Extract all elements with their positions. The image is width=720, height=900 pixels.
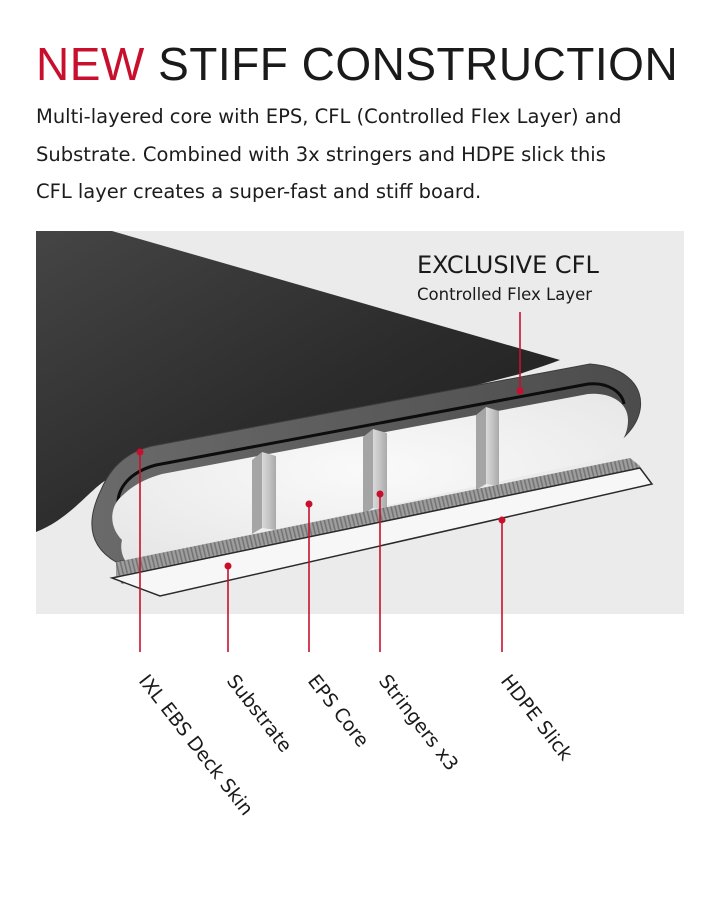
label-substrate: Substrate (222, 671, 296, 757)
cfl-callout-subtitle: Controlled Flex Layer (417, 285, 592, 304)
cfl-layer (116, 382, 626, 509)
intro-line-3: CFL layer creates a super-fast and stiff… (36, 180, 482, 203)
hdpe-slick-layer (109, 467, 654, 597)
page-title: NEW STIFF CONSTRUCTION (36, 36, 678, 92)
substrate-band (116, 458, 640, 576)
cfl-marker-dot (516, 387, 524, 395)
label-leaders (136, 448, 506, 652)
cfl-callout-title: EXCLUSIVE CFL (417, 251, 599, 279)
label-hdpe-slick: HDPE Slick (496, 671, 576, 765)
label-stringers: Stringers x3 (374, 671, 462, 776)
stringers (252, 407, 499, 534)
label-eps-core: EPS Core (303, 671, 373, 752)
intro-line-2: Substrate. Combined with 3x stringers an… (36, 142, 606, 166)
title-main: STIFF CONSTRUCTION (158, 38, 679, 90)
title-accent: NEW (36, 38, 145, 90)
intro-line-1: Multi-layered core with EPS, CFL (Contro… (36, 105, 622, 128)
intro-paragraph: Multi-layered core with EPS, CFL (Contro… (36, 98, 696, 211)
